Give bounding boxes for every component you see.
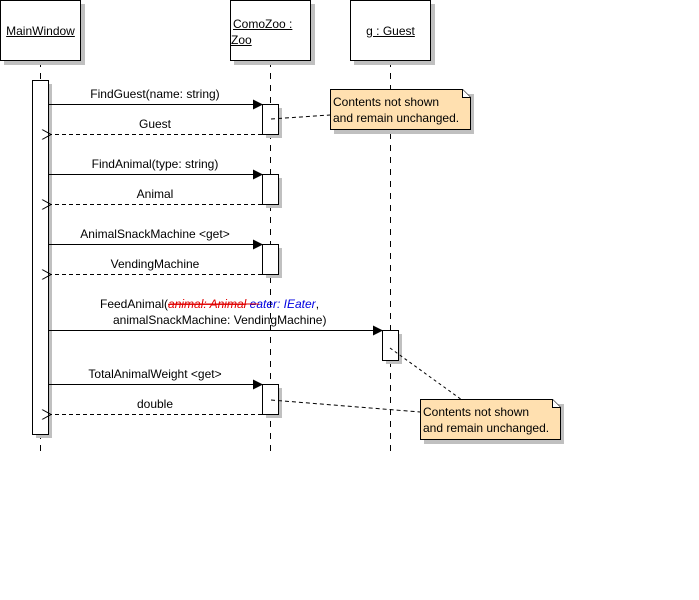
lifeline-label-comozoo-line2: Zoo (231, 33, 252, 47)
note-1-line2: and remain unchanged. (333, 111, 460, 125)
activation-comozoo-4 (262, 384, 279, 415)
message-vendingmachine-return-label: VendingMachine (111, 257, 200, 271)
note-1-line1: Contents not shown (333, 95, 440, 109)
note-2-line2: and remain unchanged. (423, 421, 550, 435)
feedanimal-prefix: FeedAnimal( (100, 297, 168, 311)
note-2-shape (420, 399, 561, 440)
message-animalsnackmachine-label: AnimalSnackMachine <get> (80, 227, 229, 241)
message-animal-return-label: Animal (137, 187, 174, 201)
message-findanimal-label: FindAnimal(type: string) (92, 157, 219, 171)
lifeline-label-comozoo-line1: ComoZoo : (233, 17, 293, 31)
message-findguest-label: FindGuest(name: string) (90, 87, 219, 101)
message-guest-return-label: Guest (139, 117, 172, 131)
note-1-shape (330, 89, 471, 130)
message-double-return-label: double (137, 397, 173, 411)
lifeline-head-guest[interactable]: g : Guest (350, 0, 431, 61)
lifeline-head-mainwindow[interactable]: MainWindow (0, 0, 81, 61)
note-connector-1 (270, 114, 331, 120)
feedanimal-added-param: eater: IEater (250, 297, 317, 311)
activation-guest (382, 330, 399, 361)
activation-mainwindow (32, 80, 49, 435)
note-connector-2a (389, 347, 463, 401)
lifeline-label-guest: g : Guest (366, 23, 415, 38)
lifeline-head-comozoo[interactable]: ComoZoo : Zoo (230, 0, 311, 61)
feedanimal-suffix: , (316, 297, 319, 311)
note-2[interactable]: Contents not shown and remain unchanged. (423, 404, 549, 436)
lifeline-label-mainwindow: MainWindow (6, 23, 75, 38)
message-totalanimalweight-label: TotalAnimalWeight <get> (88, 367, 221, 381)
message-feedanimal-label-line2: animalSnackMachine: VendingMachine) (113, 313, 326, 327)
activation-comozoo-2 (262, 174, 279, 205)
note-2-line1: Contents not shown (423, 405, 530, 419)
note-1[interactable]: Contents not shown and remain unchanged. (333, 94, 459, 126)
note-connector-2b (270, 399, 421, 413)
activation-comozoo-1 (262, 104, 279, 135)
activation-comozoo-3 (262, 244, 279, 275)
